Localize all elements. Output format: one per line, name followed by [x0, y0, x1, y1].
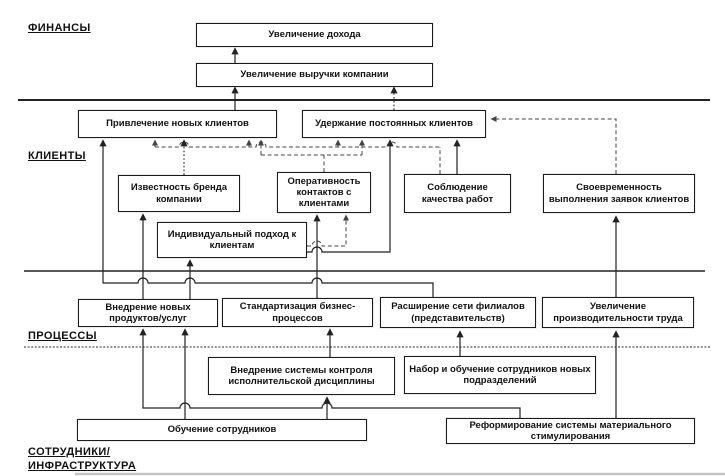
node-increase-revenue: Увеличение выручки компании: [196, 63, 433, 87]
section-label-staff-line2: ИНФРАСТРУКТУРА: [28, 460, 137, 472]
section-label-staff-line1: СОТРУДНИКИ/: [28, 446, 111, 458]
section-label-processes: ПРОЦЕССЫ: [28, 330, 97, 342]
node-branch-expansion: Расширение сети филиалов (представительс…: [380, 297, 536, 328]
node-incentive-reform: Реформирование системы материального сти…: [446, 418, 695, 444]
node-discipline-control: Внедрение системы контроля исполнительск…: [208, 357, 395, 395]
node-increase-income: Увеличение дохода: [196, 23, 433, 47]
node-individual-approach: Индивидуальный подход к клиентам: [157, 222, 307, 258]
node-labor-productivity: Увеличение производительности труда: [542, 297, 694, 328]
node-request-timeliness: Своевременность выполнения заявок клиент…: [543, 174, 695, 213]
node-work-quality: Соблюдение качества работ: [404, 174, 511, 213]
section-label-clients: КЛИЕНТЫ: [28, 150, 86, 162]
node-staff-training: Обучение сотрудников: [77, 419, 367, 441]
section-label-finance: ФИНАНСЫ: [28, 22, 91, 34]
node-recruit-train-staff: Набор и обучение сотрудников новых подра…: [404, 356, 596, 394]
node-new-products: Внедрение новых продуктов/услуг: [78, 299, 218, 327]
node-retain-clients: Удержание постоянных клиентов: [302, 110, 486, 138]
node-attract-new-clients: Привлечение новых клиентов: [78, 110, 277, 138]
node-contact-promptness: Оперативность контактов с клиентами: [277, 172, 371, 213]
node-process-standardization: Стандартизация бизнес-процессов: [222, 298, 373, 327]
node-brand-awareness: Известность бренда компании: [118, 175, 240, 212]
